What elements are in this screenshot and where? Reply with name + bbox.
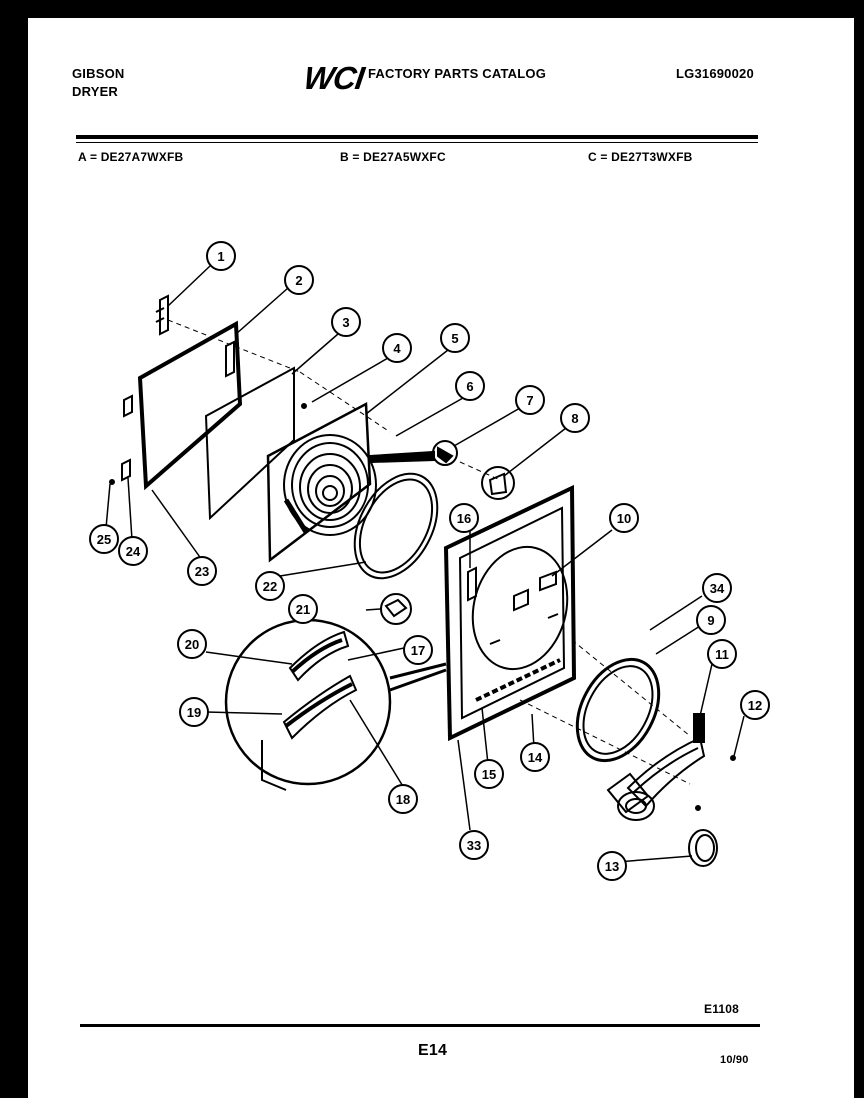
page-number: E14 bbox=[418, 1042, 448, 1059]
duct-collar bbox=[688, 829, 718, 867]
svg-text:1: 1 bbox=[217, 249, 224, 264]
callout-9: 9 bbox=[696, 605, 726, 635]
catalog-sheet bbox=[28, 18, 854, 1098]
callout-19: 19 bbox=[179, 697, 209, 727]
door-seal-ring bbox=[353, 472, 439, 580]
model-c: C = DE27T3WXFB bbox=[588, 150, 693, 164]
header-rule-thick bbox=[76, 135, 758, 139]
svg-text:13: 13 bbox=[605, 859, 619, 874]
svg-text:18: 18 bbox=[396, 792, 410, 807]
svg-text:6: 6 bbox=[466, 379, 473, 394]
header-rule-thin bbox=[76, 142, 758, 143]
callout-16: 16 bbox=[449, 503, 479, 533]
callout-6: 6 bbox=[455, 371, 485, 401]
svg-text:20: 20 bbox=[185, 637, 199, 652]
callout-3: 3 bbox=[331, 307, 361, 337]
lint-duct bbox=[606, 713, 706, 821]
callout-4: 4 bbox=[382, 333, 412, 363]
catalog-number: LG31690020 bbox=[676, 66, 754, 81]
brand-name: GIBSON bbox=[72, 66, 125, 81]
svg-text:14: 14 bbox=[528, 750, 543, 765]
model-a: A = DE27A7WXFB bbox=[78, 150, 184, 164]
door-clip bbox=[380, 593, 412, 625]
callout-2: 2 bbox=[284, 265, 314, 295]
svg-text:10: 10 bbox=[617, 511, 631, 526]
svg-text:9: 9 bbox=[707, 613, 714, 628]
door-latch bbox=[368, 440, 458, 466]
callout-33: 33 bbox=[459, 830, 489, 860]
footer-rule bbox=[80, 1024, 760, 1027]
svg-text:25: 25 bbox=[97, 532, 111, 547]
svg-text:4: 4 bbox=[393, 341, 401, 356]
callout-1: 1 bbox=[206, 241, 236, 271]
drum-seal-ring bbox=[575, 657, 661, 763]
callout-22: 22 bbox=[255, 571, 285, 601]
screw bbox=[301, 403, 307, 409]
svg-text:24: 24 bbox=[126, 544, 141, 559]
outer-door-panel bbox=[121, 320, 243, 491]
callout-14: 14 bbox=[520, 742, 550, 772]
callout-24: 24 bbox=[118, 536, 148, 566]
svg-text:12: 12 bbox=[748, 698, 762, 713]
screw bbox=[730, 755, 736, 761]
svg-text:3: 3 bbox=[342, 315, 349, 330]
front-panel bbox=[443, 484, 577, 742]
callout-7: 7 bbox=[515, 385, 545, 415]
figure-code: E1108 bbox=[704, 1002, 740, 1016]
revision-date: 10/90 bbox=[720, 1054, 749, 1066]
callout-5: 5 bbox=[440, 323, 470, 353]
screw bbox=[109, 479, 115, 485]
svg-text:33: 33 bbox=[467, 838, 481, 853]
callout-20: 20 bbox=[177, 629, 207, 659]
svg-text:19: 19 bbox=[187, 705, 201, 720]
callout-17: 17 bbox=[403, 635, 433, 665]
callout-25: 25 bbox=[89, 524, 119, 554]
svg-text:2: 2 bbox=[295, 273, 302, 288]
model-b: B = DE27A5WXFC bbox=[340, 150, 446, 164]
svg-text:15: 15 bbox=[482, 767, 496, 782]
hinge-bracket bbox=[155, 294, 169, 336]
svg-text:17: 17 bbox=[411, 643, 425, 658]
callout-8: 8 bbox=[560, 403, 590, 433]
svg-text:8: 8 bbox=[571, 411, 578, 426]
screw bbox=[695, 805, 701, 811]
callout-18: 18 bbox=[388, 784, 418, 814]
catalog-title: FACTORY PARTS CATALOG bbox=[368, 66, 547, 81]
svg-text:11: 11 bbox=[715, 647, 729, 662]
product-type: DRYER bbox=[72, 84, 119, 99]
door-strike bbox=[481, 466, 515, 500]
scan-edge-mark bbox=[0, 848, 12, 856]
assembly-axis-lines bbox=[167, 319, 691, 785]
inner-door-panel bbox=[204, 366, 295, 521]
svg-text:7: 7 bbox=[526, 393, 533, 408]
svg-text:21: 21 bbox=[296, 602, 310, 617]
callout-34: 34 bbox=[702, 573, 732, 603]
callout-13: 13 bbox=[597, 851, 627, 881]
callout-23: 23 bbox=[187, 556, 217, 586]
callout-10: 10 bbox=[609, 503, 639, 533]
leader-lines bbox=[105, 265, 745, 863]
callout-12: 12 bbox=[740, 690, 770, 720]
svg-text:5: 5 bbox=[451, 331, 458, 346]
callout-21: 21 bbox=[288, 594, 318, 624]
svg-text:22: 22 bbox=[263, 579, 277, 594]
svg-text:23: 23 bbox=[195, 564, 209, 579]
svg-text:16: 16 bbox=[457, 511, 471, 526]
callout-15: 15 bbox=[474, 759, 504, 789]
svg-text:34: 34 bbox=[710, 581, 725, 596]
callout-11: 11 bbox=[707, 639, 737, 669]
door-liner bbox=[266, 401, 377, 563]
